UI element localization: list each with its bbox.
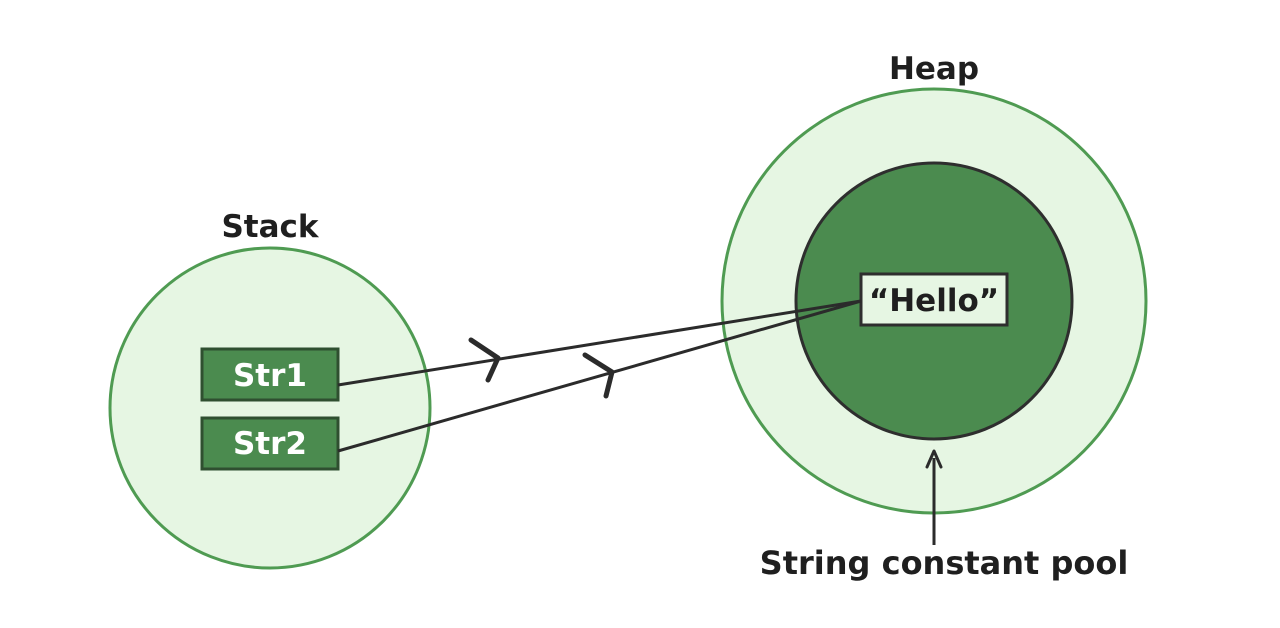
hello-value: “Hello” — [869, 283, 999, 319]
str2-reference-line — [337, 299, 862, 453]
hello-value-box — [859, 272, 1009, 327]
heap-title: Heap — [889, 51, 979, 87]
str1-box — [200, 347, 340, 402]
pool-label-arrowhead — [925, 449, 943, 469]
str1-direction-arrow — [468, 337, 501, 383]
stack-title: Stack — [221, 209, 319, 245]
str1-reference-line — [337, 299, 862, 387]
string-constant-pool-label: String constant pool — [760, 544, 1129, 582]
stack-region — [108, 246, 432, 570]
str1-label: Str1 — [233, 358, 307, 394]
str2-box — [200, 416, 340, 471]
str2-direction-arrow — [582, 352, 615, 399]
str2-label: Str2 — [233, 426, 307, 462]
